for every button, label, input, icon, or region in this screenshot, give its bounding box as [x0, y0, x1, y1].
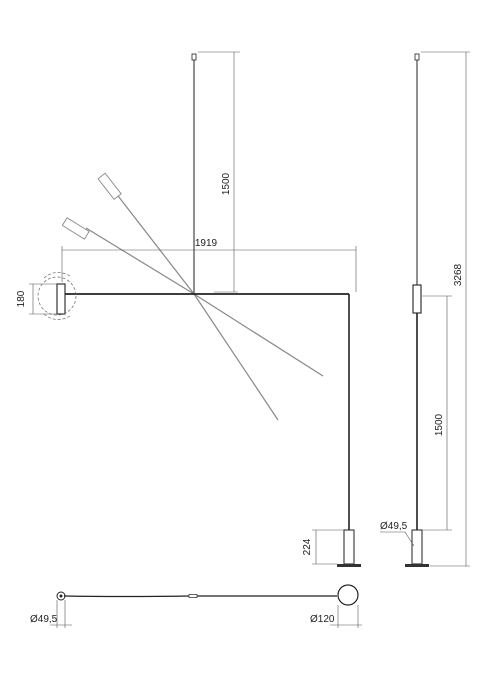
dim-label-head-height: 180	[16, 290, 27, 307]
plan-view	[56, 584, 359, 606]
rotation-arrow-top	[43, 272, 71, 279]
plan-arm-joint	[188, 594, 198, 598]
front-view	[37, 53, 361, 567]
lamp-head	[56, 283, 66, 315]
dim-label-base-height: 224	[302, 538, 313, 555]
side-view	[405, 53, 429, 567]
dim-label-pole-diameter-side: Ø49,5	[380, 521, 408, 532]
dim-label-total-height: 3268	[453, 263, 464, 286]
rotation-arrow-bottom	[43, 313, 71, 320]
plan-dimensions: Ø49,5 Ø120	[30, 600, 362, 628]
front-dimensions: 1500 1919 180 224	[16, 51, 357, 565]
side-ceiling-canopy	[414, 53, 420, 61]
dim-label-pole-diameter-plan: Ø49,5	[30, 614, 58, 625]
arm-ghost-positions	[61, 172, 324, 421]
side-lamp-head	[412, 284, 422, 314]
lamp-head-rotation-circle	[37, 276, 77, 316]
side-floor-base	[411, 529, 423, 565]
dim-label-column-height: 1500	[434, 413, 445, 436]
floor-plate	[337, 564, 361, 567]
plan-arm	[63, 595, 337, 598]
ceiling-canopy	[191, 53, 197, 61]
floor-base	[343, 529, 355, 565]
plan-base-disc	[337, 584, 359, 606]
dim-label-upper-cable: 1500	[221, 172, 232, 195]
dim-label-arm-span: 1919	[195, 238, 218, 249]
side-floor-plate	[405, 564, 429, 567]
plan-pole-inner	[59, 594, 63, 598]
side-dimensions: 3268 1500 Ø49,5	[380, 51, 470, 567]
dim-label-base-diameter-plan: Ø120	[310, 614, 335, 625]
